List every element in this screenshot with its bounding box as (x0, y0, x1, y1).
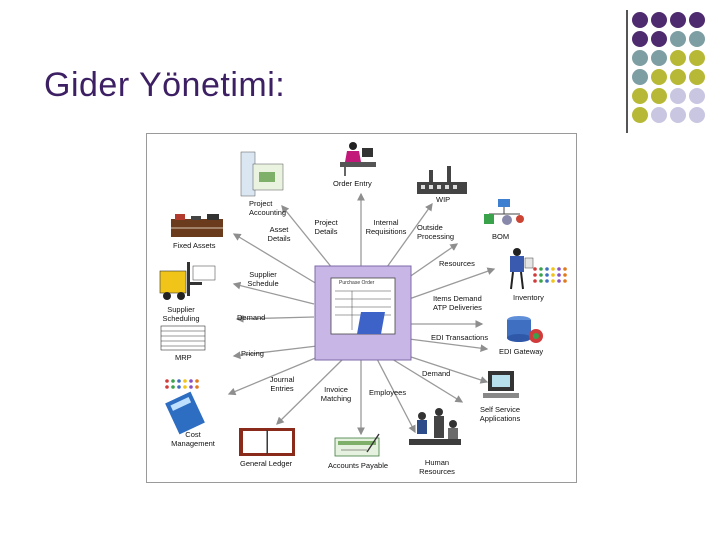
decorative-dot (651, 31, 667, 47)
decorative-dot (171, 379, 175, 383)
label-outside-processing: Outside Processing (417, 224, 463, 241)
decorative-dot (563, 273, 567, 277)
accounts-payable-check-icon (335, 434, 379, 456)
mrp-report-icon (161, 326, 205, 350)
label-order-entry: Order Entry (333, 180, 372, 189)
cost-management-calculator-icon (165, 379, 205, 434)
decorative-dot (183, 379, 187, 383)
label-fixed-assets: Fixed Assets (173, 242, 216, 251)
label-mrp: MRP (175, 354, 192, 363)
decorative-dot (539, 267, 543, 271)
label-asset-details: Asset Details (265, 226, 293, 243)
decorative-dot (689, 12, 705, 28)
decorative-dot (689, 88, 705, 104)
decorative-dot (632, 88, 648, 104)
decorative-dot (651, 107, 667, 123)
decorative-dot (183, 385, 187, 389)
decorative-dot (551, 273, 555, 277)
decorative-dot (670, 88, 686, 104)
wip-factory-icon (417, 166, 467, 194)
decorative-dot (533, 267, 537, 271)
decorative-dot (195, 379, 199, 383)
human-resources-people-icon (409, 408, 461, 445)
decorative-dot (670, 107, 686, 123)
purchase-order-title: Purchase Order (339, 280, 374, 286)
label-wip: WIP (436, 196, 450, 205)
decorative-dot (651, 69, 667, 85)
decorative-dot (670, 12, 686, 28)
decorative-dot (632, 31, 648, 47)
decorative-dot (563, 267, 567, 271)
decorative-dot (689, 31, 705, 47)
decorative-dot (533, 273, 537, 277)
decorative-dot (189, 379, 193, 383)
order-entry-person-icon (340, 142, 376, 176)
decorative-dot (539, 273, 543, 277)
decorative-dot (670, 31, 686, 47)
label-inventory: Inventory (513, 294, 544, 303)
edi-gateway-database-icon (507, 316, 543, 343)
decorative-dot (632, 69, 648, 85)
label-pricing: Pricing (241, 350, 264, 359)
label-general-ledger: General Ledger (240, 460, 292, 469)
decorative-dot (551, 279, 555, 283)
label-invoice-matching: Invoice Matching (318, 386, 354, 403)
label-cost-management: Cost Management (169, 431, 217, 448)
label-supplier-scheduling: Supplier Scheduling (159, 306, 203, 323)
label-bom: BOM (492, 233, 509, 242)
label-edi-gateway: EDI Gateway (499, 348, 543, 357)
label-edi-transactions: EDI Transactions (431, 334, 488, 343)
project-accounting-spreadsheet-icon (241, 152, 283, 196)
fixed-assets-building-icon (171, 214, 223, 237)
decorative-dot (689, 107, 705, 123)
decorative-dot (563, 279, 567, 283)
decorative-dot (195, 385, 199, 389)
purchasing-integration-diagram: Purchase Order Order Entry WIP Project A… (146, 133, 577, 483)
label-employees: Employees (369, 389, 406, 398)
label-self-service: Self Service Applications (475, 406, 525, 423)
decorative-dot (632, 12, 648, 28)
label-project-accounting: Project Accounting (249, 200, 293, 217)
decorative-dot (670, 50, 686, 66)
decorative-dot-grid (0, 0, 720, 140)
decorative-dot (651, 88, 667, 104)
decorative-dot (533, 279, 537, 283)
decorative-dot (545, 267, 549, 271)
decorative-dot (539, 279, 543, 283)
general-ledger-book-icon (239, 428, 295, 456)
decorative-dot (545, 273, 549, 277)
decorative-dot (632, 107, 648, 123)
decorative-dot (632, 50, 648, 66)
label-project-details: Project Details (311, 219, 341, 236)
decorative-dot (557, 279, 561, 283)
decorative-dot (177, 385, 181, 389)
label-demand-right: Demand (422, 370, 450, 379)
bom-hierarchy-icon (484, 199, 524, 225)
decorative-dot (171, 385, 175, 389)
decorative-dot (545, 279, 549, 283)
label-internal-requisitions: Internal Requisitions (365, 219, 407, 236)
label-supplier-schedule: Supplier Schedule (245, 271, 281, 288)
label-demand-left: Demand (237, 314, 265, 323)
decorative-dot (165, 385, 169, 389)
label-resources: Resources (439, 260, 475, 269)
decorative-dot (651, 12, 667, 28)
decorative-dot (651, 50, 667, 66)
inventory-worker-icon (510, 248, 567, 289)
decorative-dot (557, 267, 561, 271)
label-human-resources: Human Resources (419, 459, 455, 476)
decorative-dot (689, 50, 705, 66)
label-items-demand: Items Demand ATP Deliveries (433, 295, 493, 312)
decorative-dot (189, 385, 193, 389)
decorative-dot (177, 379, 181, 383)
label-journal-entries: Journal Entries (267, 376, 297, 393)
supplier-forklift-icon (160, 262, 215, 300)
decorative-dot (670, 69, 686, 85)
decorative-dot (551, 267, 555, 271)
label-accounts-payable: Accounts Payable (328, 462, 388, 471)
decorative-dot (689, 69, 705, 85)
decorative-dot (165, 379, 169, 383)
self-service-computer-icon (483, 371, 519, 398)
decorative-dot (557, 273, 561, 277)
